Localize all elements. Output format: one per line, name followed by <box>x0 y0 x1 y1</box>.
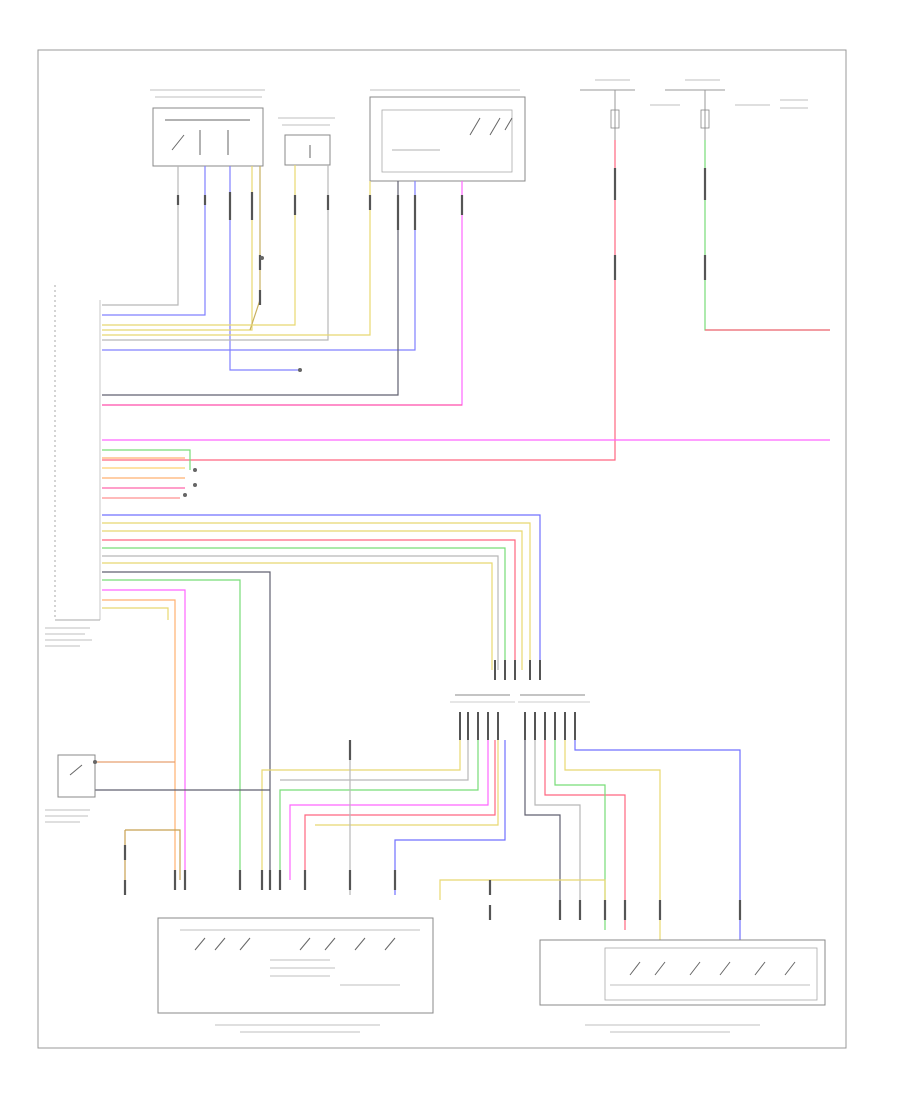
connector-pair-center <box>450 660 590 740</box>
relay-top-middle <box>278 117 335 166</box>
wires-middle-bundle <box>102 449 541 880</box>
ground-marks <box>93 256 302 764</box>
wires-top-left <box>102 140 830 461</box>
fuse-block-top-right <box>580 79 808 140</box>
wires-lower <box>95 740 741 940</box>
diagram-frame <box>37 49 847 1049</box>
control-module-top <box>369 89 526 182</box>
door-switch-left <box>45 754 96 823</box>
central-locking-unit-right <box>539 939 826 1033</box>
switch-block-top-left <box>150 89 265 167</box>
wire-connector-marks <box>176 168 707 305</box>
lower-connector-marks <box>123 740 742 920</box>
left-connector-strip <box>45 285 101 647</box>
central-locking-unit-left <box>157 917 434 1033</box>
